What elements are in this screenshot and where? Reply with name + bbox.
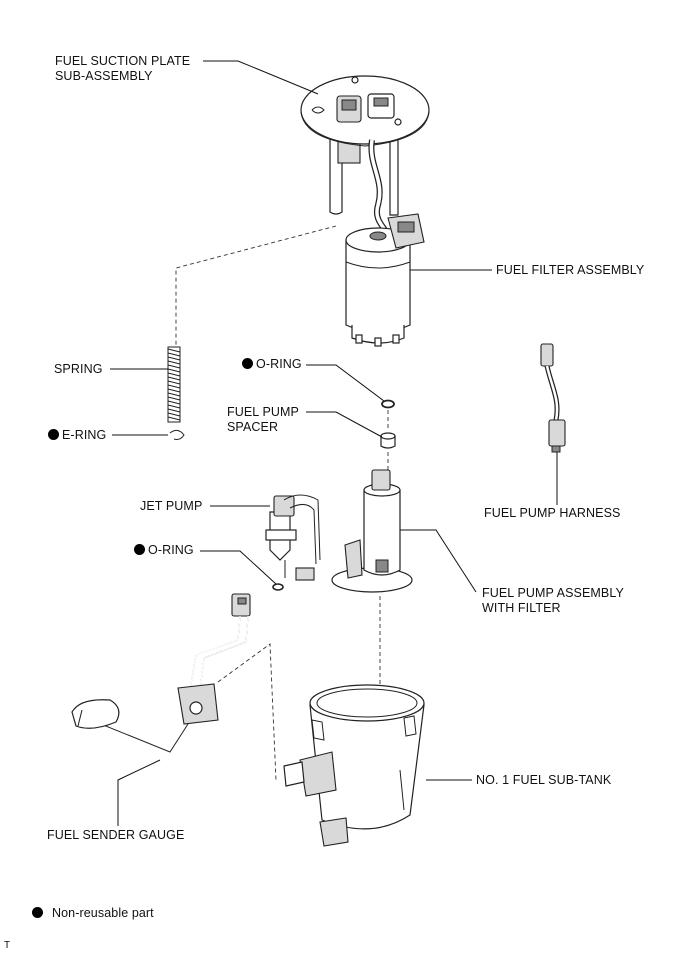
spring-alignment-line (175, 225, 337, 346)
label-fuel-suction-plate-line1: FUEL SUCTION PLATE (55, 54, 191, 68)
label-fuel-suction-plate-line2: SUB-ASSEMBLY (55, 69, 153, 83)
leader-lines (110, 60, 558, 826)
label-fuel-suction-plate: FUEL SUCTION PLATE SUB-ASSEMBLY (55, 54, 190, 84)
fuel-sender-gauge-part (71, 593, 251, 753)
label-jet-pump: JET PUMP (140, 499, 203, 513)
o-ring-top-part (381, 399, 395, 409)
o-ring-bottom-part (272, 583, 284, 591)
label-fuel-pump-assembly-line2: WITH FILTER (482, 601, 561, 615)
label-o-ring-bottom: O-RING (134, 543, 194, 558)
non-reusable-dot-icon (48, 429, 59, 440)
label-fuel-pump-spacer-line1: FUEL PUMP (227, 405, 299, 419)
label-o-ring-top-text: O-RING (256, 357, 302, 371)
jet-pump-part (265, 494, 321, 581)
label-e-ring: E-RING (48, 428, 106, 443)
non-reusable-dot-icon (32, 907, 43, 918)
label-no1-fuel-sub-tank: NO. 1 FUEL SUB-TANK (476, 773, 612, 787)
label-fuel-pump-assembly-line1: FUEL PUMP ASSEMBLY (482, 586, 624, 600)
fuel-filter-part (345, 213, 425, 347)
e-ring-part (169, 429, 185, 440)
label-fuel-pump-spacer: FUEL PUMP SPACER (227, 405, 299, 435)
spring-part (167, 346, 181, 423)
fuel-pump-harness-part (540, 343, 566, 453)
no1-fuel-sub-tank-part (283, 684, 425, 847)
label-fuel-sender-gauge: FUEL SENDER GAUGE (47, 828, 185, 842)
label-e-ring-text: E-RING (62, 428, 107, 442)
label-fuel-filter-assembly: FUEL FILTER ASSEMBLY (496, 263, 645, 277)
gauge-alignment-line (217, 643, 277, 781)
label-fuel-pump-assembly: FUEL PUMP ASSEMBLY WITH FILTER (482, 586, 624, 616)
corner-mark: T (4, 940, 11, 951)
fuel-pump-assembly-part (331, 469, 413, 593)
label-fuel-pump-harness: FUEL PUMP HARNESS (484, 506, 621, 520)
fuel-pump-spacer-part (380, 432, 396, 449)
label-o-ring-bottom-text: O-RING (148, 543, 194, 557)
legend-non-reusable: Non-reusable part (32, 906, 154, 921)
non-reusable-dot-icon (242, 358, 253, 369)
label-spring: SPRING (54, 362, 103, 376)
fuel-suction-plate-part (300, 75, 430, 232)
label-fuel-pump-spacer-line2: SPACER (227, 420, 279, 434)
label-o-ring-top: O-RING (242, 357, 302, 372)
legend-non-reusable-text: Non-reusable part (52, 906, 154, 920)
non-reusable-dot-icon (134, 544, 145, 555)
